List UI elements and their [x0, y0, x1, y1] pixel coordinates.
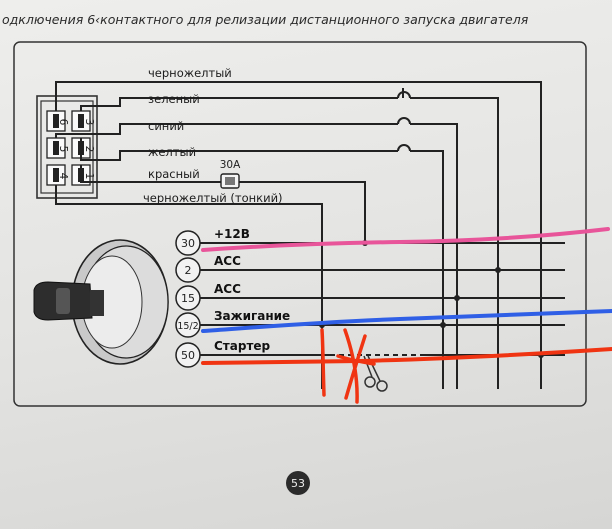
page-number: 53 [291, 477, 305, 490]
wire-red [80, 165, 221, 183]
wire-yellow-drop [410, 150, 444, 389]
fuse-label: 30А [220, 159, 241, 171]
pin-5: 5 [57, 146, 69, 153]
terminal-2-number: 2 [185, 264, 192, 277]
wire-green [80, 97, 398, 111]
pin-1: 1 [83, 173, 95, 180]
wire-blue [55, 123, 398, 138]
red-cross-mark [336, 328, 376, 404]
wire-label-black-yellow: черножелтый [148, 66, 232, 80]
blue-marker-line [201, 309, 612, 333]
terminal-50-number: 50 [181, 349, 195, 362]
wire-label-black-yellow-thin: черножелтый (тонкий) [143, 191, 283, 205]
terminal-15-2-number: 15/2 [177, 321, 198, 332]
wire-red-fused [239, 181, 366, 243]
diagram-frame [13, 41, 587, 407]
terminal-label-ignition: Зажигание [214, 309, 290, 323]
pink-marker-line [201, 227, 610, 252]
terminal-15-number: 15 [181, 292, 195, 305]
pin-2: 2 [83, 146, 95, 153]
pin-4: 4 [57, 173, 69, 180]
terminal-30-number: 30 [181, 237, 195, 250]
wire-black-yellow-thin [55, 185, 323, 389]
terminal-label-acc-1: ACC [214, 254, 241, 268]
annotations [201, 227, 612, 404]
terminal-label-12v: +12В [214, 227, 250, 241]
wire-yellow [80, 138, 398, 161]
wire-label-red: красный [148, 167, 200, 181]
six-pin-connector: 6 5 4 3 2 1 [36, 95, 98, 199]
red-marker-line [201, 347, 612, 365]
wire-blue-drop [410, 123, 458, 389]
wire-label-blue: синий [148, 119, 184, 133]
header-title: одключения 6‹контактного для релизации д… [2, 12, 529, 27]
wire-label-green: зеленый [148, 92, 200, 106]
wire-label-yellow: желтый [148, 145, 196, 159]
wire-green-drop [410, 97, 499, 389]
fuse-icon [220, 173, 240, 189]
pin-3: 3 [83, 119, 95, 126]
terminal-label-starter: Стартер [214, 339, 271, 353]
page-number-badge [286, 471, 310, 495]
ignition-switch-icon [33, 239, 169, 365]
pin-6: 6 [57, 119, 69, 126]
red-marker-line-vertical [320, 328, 326, 397]
terminal-label-acc-2: ACC [214, 282, 241, 296]
